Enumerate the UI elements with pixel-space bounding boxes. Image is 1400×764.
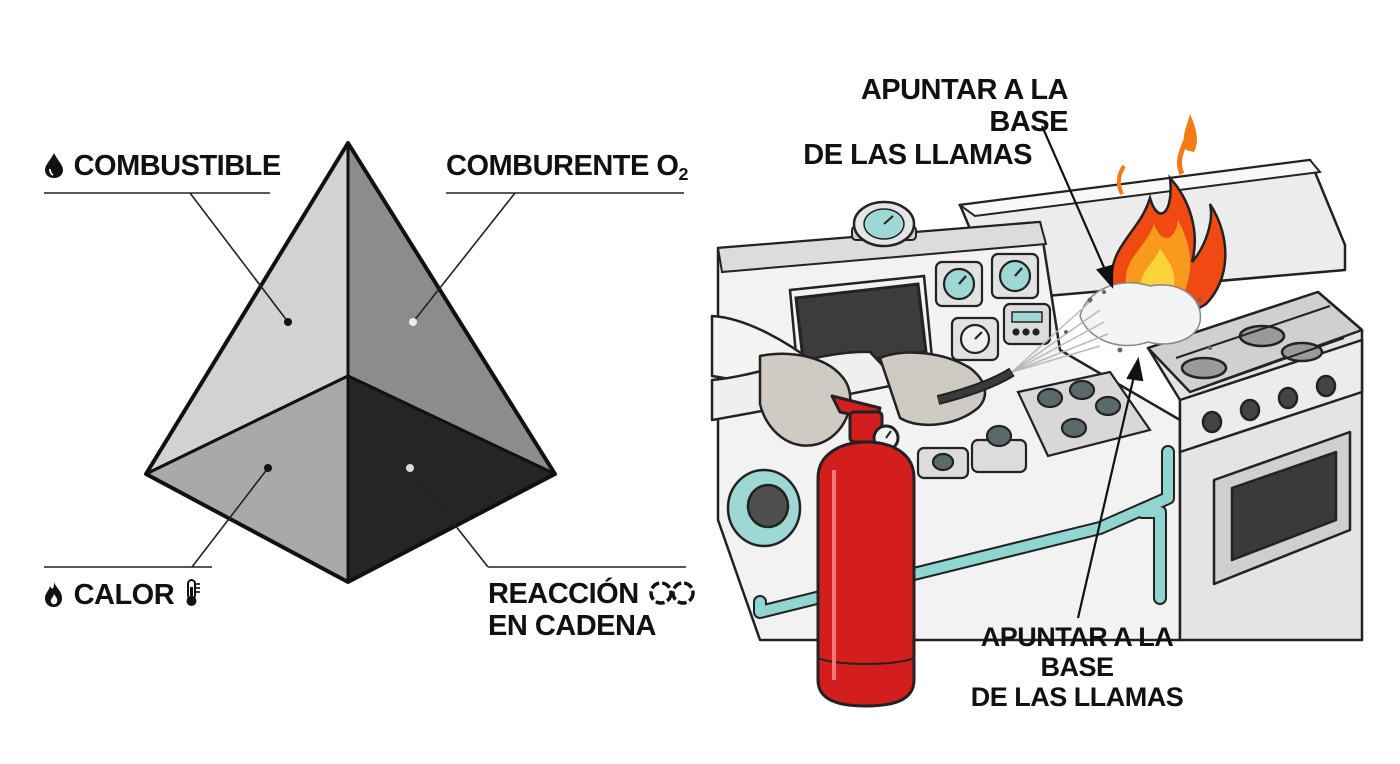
knob-panel <box>916 370 1152 480</box>
dot-combustible <box>284 318 292 326</box>
stove <box>1146 290 1364 642</box>
thermometer-icon <box>186 579 200 606</box>
console-dial <box>726 468 802 548</box>
label-aim-bottom-line1: APUNTAR A LA BASE <box>980 622 1174 683</box>
label-aim-top: APUNTAR A LA BASE DE LAS LLAMAS <box>776 74 1068 171</box>
label-aim-bottom: APUNTAR A LA BASE DE LAS LLAMAS <box>952 622 1202 713</box>
label-aim-bottom-line2: DE LAS LLAMAS <box>970 682 1184 713</box>
fire-tetrahedron <box>44 141 686 584</box>
dot-calor <box>264 464 272 472</box>
gauge-cluster <box>934 252 1052 362</box>
leader-reaccion <box>409 467 489 568</box>
tetrahedron-outline <box>144 141 557 584</box>
label-reaccion-line2: EN CADENA <box>488 610 656 643</box>
label-comburente-text: COMBURENTE O <box>446 150 679 182</box>
monitor-screen <box>794 282 928 370</box>
label-aim-top-line2: DE LAS LLAMAS <box>803 138 1032 171</box>
label-calor-text: CALOR <box>73 579 175 611</box>
back-panel-top <box>957 158 1322 218</box>
operator-arms <box>710 314 987 447</box>
leader-comburente <box>412 192 516 323</box>
dot-comburente <box>409 318 417 326</box>
fire-extinguisher <box>816 367 1015 708</box>
leader-calor <box>191 467 269 568</box>
flame-icon <box>45 582 62 607</box>
label-calor: CALOR <box>42 578 202 611</box>
extinguisher-scene <box>710 114 1364 708</box>
drop-icon <box>45 153 63 178</box>
label-comburente: COMBURENTE O2 <box>446 150 688 184</box>
label-reaccion-line1: REACCIÓN <box>488 578 639 610</box>
label-comburente-subscript: 2 <box>678 164 688 185</box>
chain-reaction-icon <box>649 581 695 605</box>
aim-arrows <box>1040 125 1144 619</box>
dome-gauge <box>851 200 917 248</box>
label-aim-top-line1: APUNTAR A LA BASE <box>860 74 1069 139</box>
dot-reaccion <box>406 464 414 472</box>
extinguisher-spray <box>1011 282 1212 373</box>
label-combustible: COMBUSTIBLE <box>42 150 281 182</box>
leader-combustible <box>189 192 289 323</box>
label-reaccion: REACCIÓN EN CADENA <box>488 578 698 643</box>
label-combustible-text: COMBUSTIBLE <box>73 150 282 182</box>
flame-cluster <box>1110 114 1227 316</box>
